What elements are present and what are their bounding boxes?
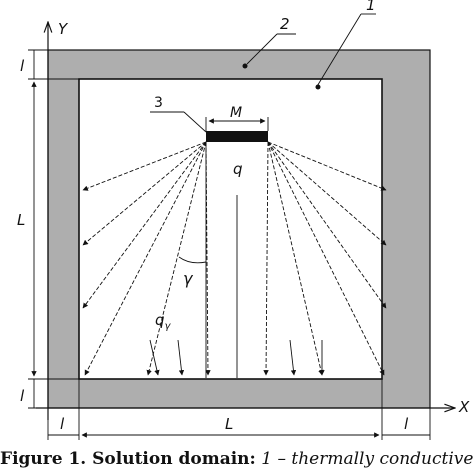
wall-dot bbox=[242, 63, 248, 69]
y-axis-label: Y bbox=[58, 20, 69, 38]
wall-frame bbox=[47, 49, 431, 409]
flux-q: q bbox=[233, 160, 243, 178]
dim-l-bottom: l bbox=[20, 387, 25, 405]
radiation-ray bbox=[267, 141, 387, 309]
dim-l-left: l bbox=[60, 415, 65, 433]
radiation-ray bbox=[146, 141, 207, 376]
callout-2: 2 bbox=[280, 15, 290, 33]
bottom-dimensions bbox=[47, 379, 431, 440]
caption-rest: 1 – thermally conductive bbox=[261, 449, 474, 469]
source-label-M: M bbox=[230, 105, 242, 121]
radiation-ray bbox=[84, 141, 207, 376]
dim-l-top: l bbox=[20, 57, 25, 75]
dim-L-horizontal: L bbox=[225, 415, 233, 433]
left-dimensions bbox=[28, 49, 79, 409]
dim-L-vertical: L bbox=[17, 211, 25, 229]
radiation-ray bbox=[267, 141, 387, 246]
angle-gamma: γ bbox=[183, 269, 194, 288]
flux-arrow bbox=[149, 339, 160, 376]
flux-arrow bbox=[177, 339, 185, 376]
radiation-ray bbox=[267, 141, 385, 376]
radiation-ray bbox=[82, 141, 207, 309]
caption-bold: Figure 1. Solution domain: bbox=[0, 449, 256, 469]
domain-dot bbox=[315, 84, 321, 90]
heat-source bbox=[206, 131, 268, 142]
radiation-ray bbox=[267, 141, 387, 191]
gamma-arc bbox=[178, 256, 207, 264]
radiation-ray bbox=[82, 141, 207, 191]
radiation-ray bbox=[263, 141, 269, 376]
flux-arrow bbox=[289, 339, 297, 376]
dim-l-right: l bbox=[404, 415, 409, 433]
source-width-dimension bbox=[205, 117, 269, 131]
radiation-ray bbox=[267, 141, 324, 376]
radiation-rays bbox=[82, 141, 387, 376]
figure-caption: Figure 1. Solution domain: 1 – thermally… bbox=[0, 449, 474, 470]
x-axis-label: X bbox=[458, 398, 470, 416]
callout-3: 3 bbox=[154, 95, 163, 111]
flux-q-gamma: qγ bbox=[155, 311, 172, 332]
radiation-ray bbox=[82, 141, 207, 246]
callout-leaders bbox=[150, 13, 376, 133]
centre-lines bbox=[205, 142, 238, 378]
axes bbox=[36, 22, 455, 420]
callout-1: 1 bbox=[366, 0, 376, 14]
